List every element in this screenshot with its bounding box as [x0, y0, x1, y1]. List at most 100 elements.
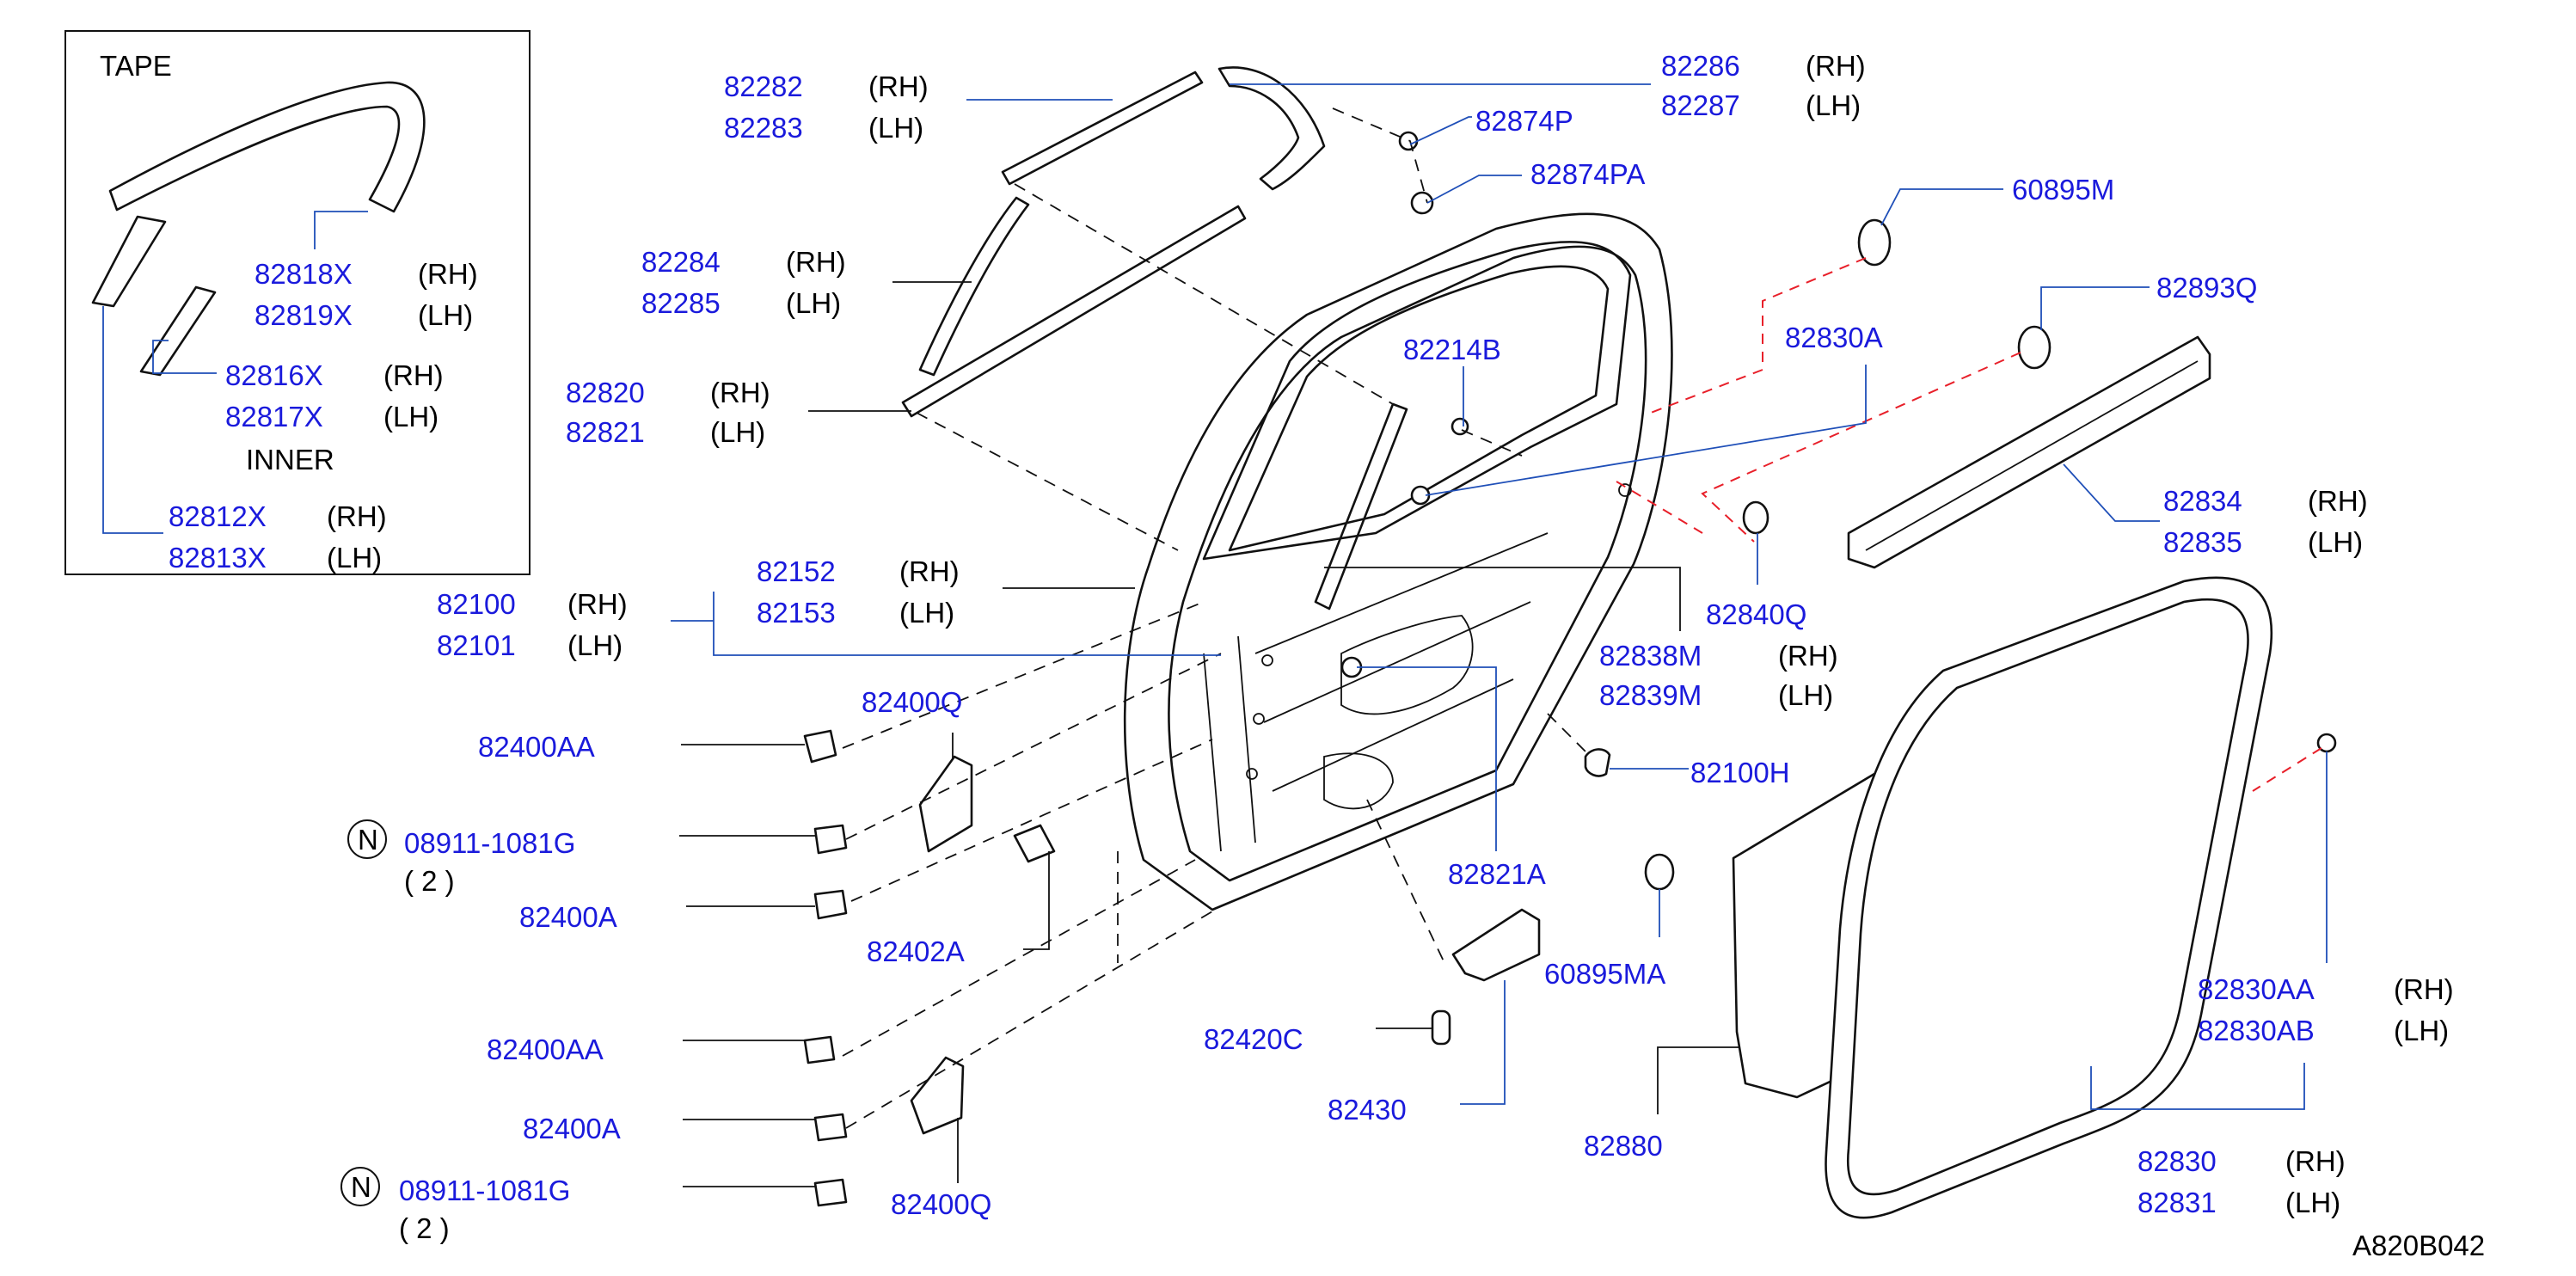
side-82835: (LH) [2308, 526, 2363, 558]
pn-82830aa: 82830AA [2198, 973, 2315, 1005]
pn-82284: 82284 [641, 246, 721, 278]
pn-82400aa-lower: 82400AA [487, 1034, 604, 1065]
pn-82285: 82285 [641, 287, 721, 319]
window-frame [1202, 241, 1632, 561]
pn-82400aa-upper: 82400AA [478, 731, 595, 763]
pn-82101: 82101 [437, 629, 516, 661]
pn-82817x: 82817X [225, 401, 323, 432]
pn-82400q-upper: 82400Q [862, 686, 962, 718]
molding-82282 [1001, 71, 1204, 186]
pn-82283: 82283 [724, 112, 803, 144]
door-inner-panel [1168, 245, 1647, 882]
pn-82830ab: 82830AB [2198, 1015, 2315, 1046]
side-82153: (LH) [899, 597, 954, 629]
side-82152: (RH) [899, 555, 960, 587]
pn-82834: 82834 [2163, 485, 2242, 517]
assembly-lines [842, 107, 2322, 1129]
side-82282: (RH) [868, 71, 929, 102]
pn-82874pa: 82874PA [1530, 158, 1645, 190]
side-82287: (LH) [1806, 89, 1861, 121]
side-82830: (RH) [2285, 1145, 2346, 1177]
pn-82287: 82287 [1661, 89, 1740, 121]
leader-lines [671, 83, 2328, 1187]
weatherstrip-82830 [1825, 576, 2273, 1219]
side-82817x: (LH) [383, 401, 439, 432]
pn-82835: 82835 [2163, 526, 2242, 558]
side-82830ab: (LH) [2394, 1015, 2449, 1046]
pn-82430: 82430 [1328, 1094, 1407, 1126]
pn-82874p: 82874P [1475, 105, 1573, 137]
hinges [803, 729, 1541, 1207]
upper-moldings [901, 66, 1611, 777]
pn-82830a: 82830A [1785, 322, 1883, 353]
seal-plug-82893q [2017, 325, 2052, 370]
pn-82830: 82830 [2137, 1145, 2217, 1177]
right-components [1644, 218, 2337, 1219]
pn-82813x: 82813X [169, 542, 267, 574]
seal-plug-60895ma [1644, 853, 1675, 891]
tape-82816x [139, 285, 217, 377]
corner-trim-82286 [1217, 66, 1326, 191]
pn-82402a: 82402A [867, 936, 965, 967]
seal-plug-82840q [1742, 500, 1769, 535]
pn-82820: 82820 [566, 377, 645, 408]
inset-inner-label: INNER [246, 444, 334, 475]
pn-82100: 82100 [437, 588, 516, 620]
pn-08911-1081g-upper: 08911-1081G [404, 827, 575, 859]
side-82283: (LH) [868, 112, 923, 144]
side-82831: (LH) [2285, 1187, 2340, 1218]
side-82101: (LH) [567, 629, 623, 661]
pn-82831: 82831 [2137, 1187, 2217, 1218]
side-82286: (RH) [1806, 50, 1866, 82]
inset-title: TAPE [100, 50, 172, 82]
molding-82284 [918, 196, 1030, 377]
pn-82880: 82880 [1584, 1130, 1663, 1162]
tape-82818x [108, 81, 426, 213]
door-outer-panel [1123, 212, 1673, 911]
callout-labels: 82282 (RH) 82283 (LH) 82286 (RH) 82287 (… [399, 50, 2485, 1261]
pn-82818x: 82818X [255, 258, 353, 290]
pn-82400q-lower: 82400Q [891, 1188, 991, 1220]
side-82834: (RH) [2308, 485, 2368, 517]
door-shell [1123, 212, 1673, 911]
n-symbol-circle-2 [340, 1167, 380, 1206]
side-82812x: (RH) [327, 500, 387, 532]
n-symbols: N N [340, 819, 387, 1206]
window-frame-inner [1228, 265, 1610, 552]
pn-82153: 82153 [757, 597, 836, 629]
side-82816x: (RH) [383, 359, 444, 391]
check-link [1451, 908, 1541, 982]
pn-60895m: 60895M [2012, 174, 2114, 206]
qty-upper: ( 2 ) [404, 865, 455, 897]
pn-82819x: 82819X [255, 299, 353, 331]
pn-82400a-upper: 82400A [519, 901, 617, 933]
weatherstrip-82834 [1847, 335, 2211, 569]
pn-82420c: 82420C [1204, 1023, 1303, 1055]
pn-82282: 82282 [724, 71, 803, 102]
side-82284: (RH) [786, 246, 846, 278]
n-symbol-2: N [351, 1171, 371, 1203]
side-82821: (LH) [710, 416, 765, 448]
pn-82816x: 82816X [225, 359, 323, 391]
pn-82821a: 82821A [1448, 858, 1546, 890]
center-sash [1314, 402, 1408, 610]
side-82838m: (RH) [1778, 640, 1838, 672]
pn-82838m: 82838M [1599, 640, 1702, 672]
side-82839m: (LH) [1778, 679, 1833, 711]
pn-82840q: 82840Q [1706, 598, 1806, 630]
inset-frame [64, 30, 531, 575]
pn-82893q: 82893Q [2156, 272, 2257, 304]
pn-82214b: 82214B [1403, 334, 1501, 365]
pn-60895ma: 60895MA [1544, 958, 1665, 990]
n-symbol-1: N [358, 824, 378, 856]
pn-82821: 82821 [566, 416, 645, 448]
pn-82812x: 82812X [169, 500, 267, 532]
qty-lower: ( 2 ) [399, 1212, 450, 1244]
side-82820: (RH) [710, 377, 770, 408]
pn-82286: 82286 [1661, 50, 1740, 82]
side-82819x: (LH) [418, 299, 473, 331]
side-82100: (RH) [567, 588, 628, 620]
lower-hinge [910, 1056, 965, 1135]
pn-82839m: 82839M [1599, 679, 1702, 711]
pn-08911-1081g-lower: 08911-1081G [399, 1175, 570, 1206]
